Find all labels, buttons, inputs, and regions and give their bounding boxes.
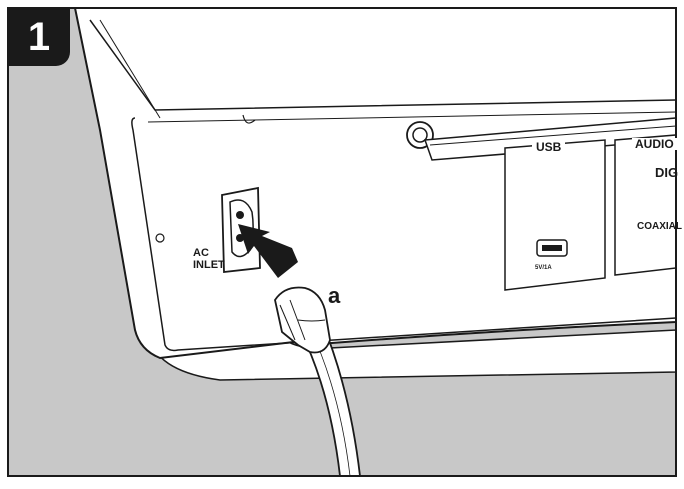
audio-panel [614,134,677,276]
digital-label: DIG [655,165,679,180]
device-edge-line [99,19,161,119]
usb-label: USB [532,141,566,153]
plug-grip-line [297,319,326,322]
screw-hole [155,233,165,243]
coaxial-label: COAXIAL [637,221,682,232]
ac-label: AC [193,247,209,259]
power-plug [274,286,331,354]
plug-grip-line [289,299,306,341]
antenna-connector-inner [412,127,428,143]
ac-inlet-pin [236,211,244,219]
usb-panel [504,139,606,291]
usb-port-slot [542,245,562,251]
inlet-label: INLET [193,259,225,271]
rear-panel-outline [131,117,677,352]
audio-label: AUDIO [632,138,677,150]
frame-border [7,7,677,477]
insert-arrow-icon [238,224,298,278]
step-number-badge: 1 [8,8,70,66]
usb-rating-label: 5V/1A [535,265,552,271]
antenna-rod-line [429,125,677,146]
plug-grip-line [279,304,296,341]
callout-label: a [328,283,341,308]
rear-panel-top-line [147,111,677,123]
panel-notch [242,114,256,124]
